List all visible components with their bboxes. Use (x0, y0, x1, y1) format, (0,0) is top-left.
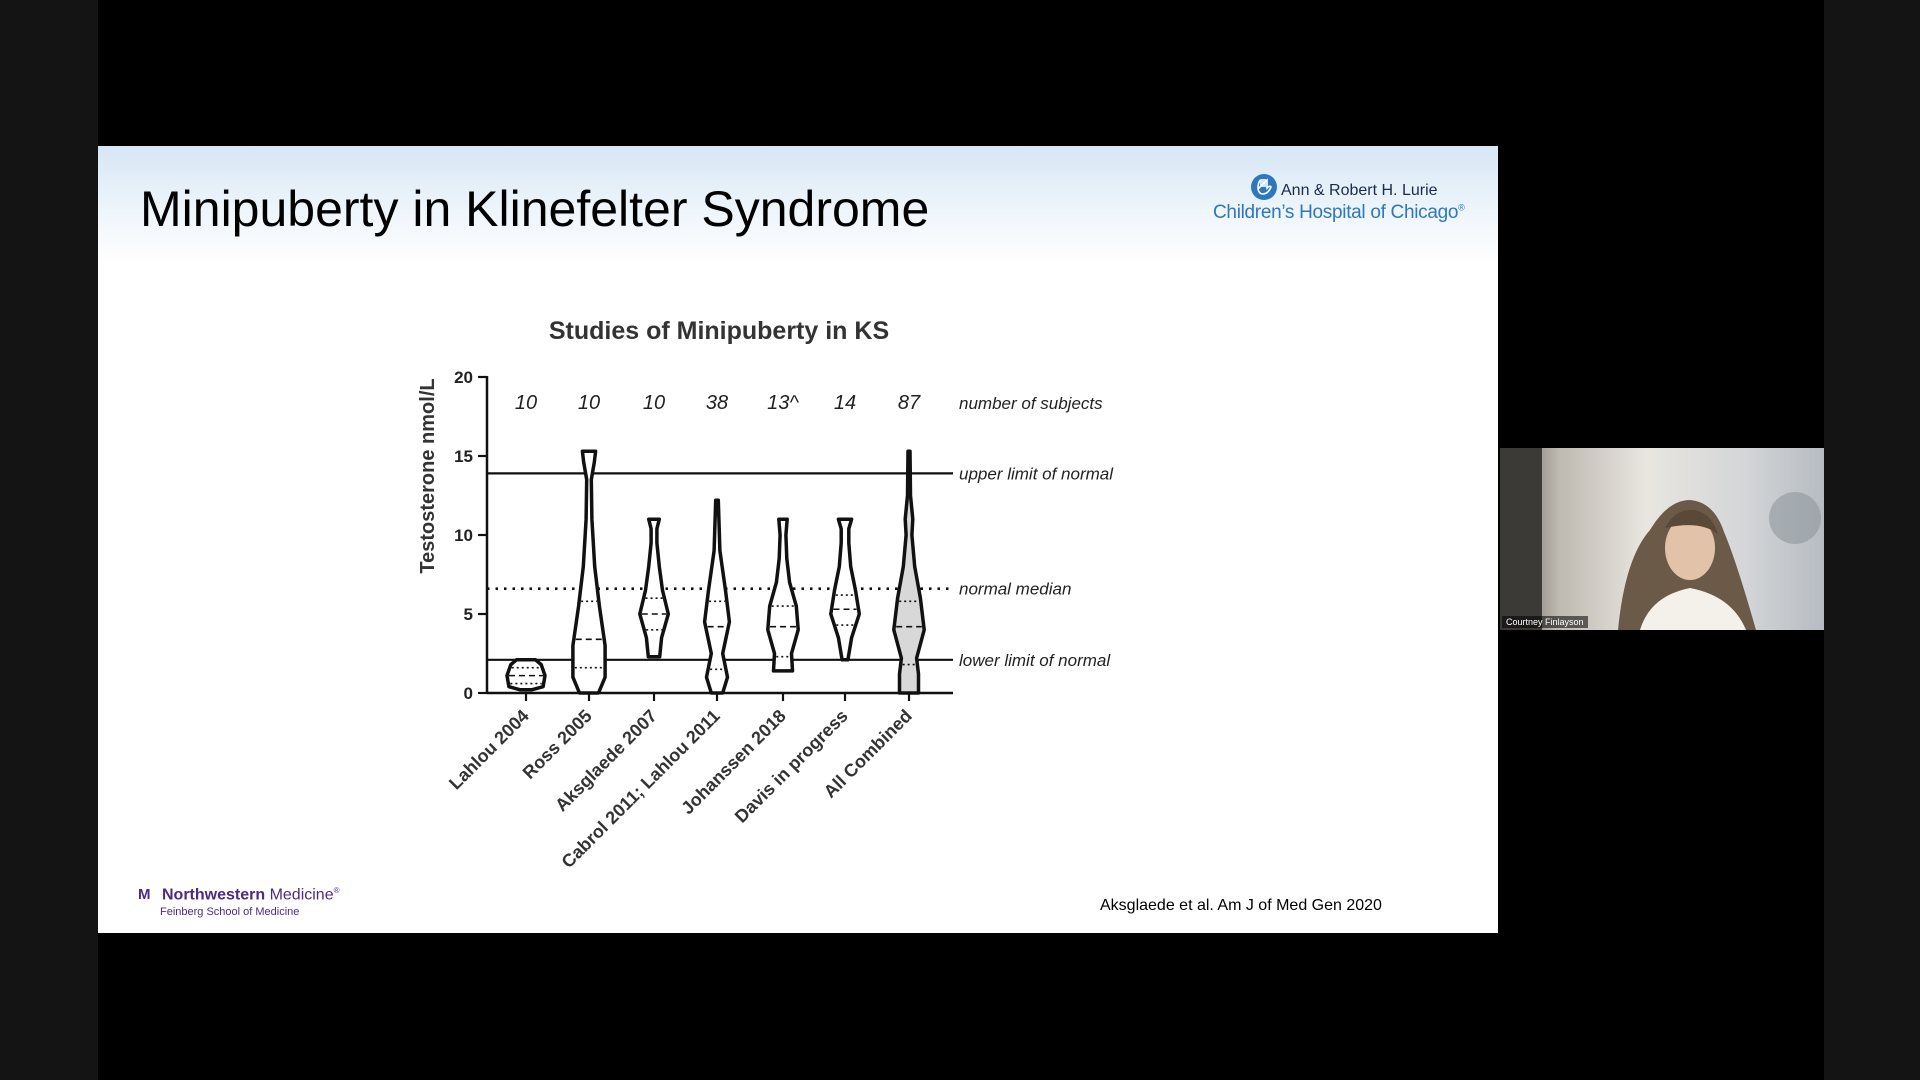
violin-shape (766, 517, 800, 673)
nm-logo-subtitle: Feinberg School of Medicine (160, 906, 300, 918)
reference-line-label: lower limit of normal (959, 651, 1111, 670)
y-tick-label: 5 (464, 605, 473, 624)
participant-video-frame (1500, 448, 1821, 630)
violins-group (505, 449, 926, 695)
reference-line-label: upper limit of normal (959, 464, 1114, 483)
nm-monogram-icon: M (138, 886, 151, 903)
reference-lines: upper limit of normal normal median lower … (487, 464, 1114, 670)
x-tick-label: Davis in progress (731, 706, 852, 827)
slide-header-band (98, 146, 1498, 264)
citation-text: Aksglaede et al. Am J of Med Gen 2020 (1100, 897, 1382, 914)
chart-title: Studies of Minipuberty in KS (549, 317, 889, 345)
x-tick-label: Lahlou 2004 (445, 706, 533, 794)
violin-shape (829, 517, 862, 662)
subject-counts: 10 10 10 38 13^ 14 87 number of subjects (515, 392, 1103, 414)
violin-shape (571, 449, 607, 695)
subject-count: 10 (643, 392, 665, 414)
y-tick-label: 0 (464, 684, 473, 703)
subject-count: 10 (578, 392, 600, 414)
lurie-logo-line2: Children’s Hospital of Chicago® (1213, 202, 1465, 223)
subjects-label: number of subjects (959, 394, 1103, 413)
chart-axes: 0 5 10 15 20 (454, 368, 953, 703)
violin-shape (702, 498, 732, 695)
subject-count: 38 (706, 392, 728, 414)
y-axis-label: Testosterone nmol/L (417, 378, 439, 573)
slide-title: Minipuberty in Klinefelter Syndrome (140, 181, 930, 237)
hand-heart-icon (1251, 174, 1277, 200)
y-tick-label: 10 (454, 526, 473, 545)
lurie-logo-line1: Ann & Robert H. Lurie (1281, 182, 1438, 199)
violin-shape (505, 658, 547, 692)
violin-chart: Studies of Minipuberty in KS Testosteron… (417, 317, 1114, 872)
participant-name-label: Courtney Finlayson (1502, 616, 1588, 628)
subject-count: 13^ (767, 392, 799, 414)
presentation-slide: Minipuberty in Klinefelter Syndrome Ann … (98, 146, 1498, 933)
nm-logo-name: Northwestern Medicine® (162, 886, 340, 904)
screen-right-border (1824, 0, 1920, 1080)
subject-count: 87 (898, 392, 921, 414)
violin-shape (638, 517, 671, 659)
reference-line-label: normal median (959, 580, 1071, 599)
screen-left-border (0, 0, 98, 1080)
y-tick-label: 15 (454, 447, 473, 466)
participant-video-tile[interactable]: Courtney Finlayson (1500, 448, 1824, 630)
y-tick-label: 20 (454, 368, 473, 387)
violin-shape (892, 449, 926, 695)
subject-count: 14 (834, 392, 856, 414)
northwestern-medicine-logo: M Northwestern Medicine® Feinberg School… (138, 886, 398, 926)
lurie-childrens-logo: Ann & Robert H. Lurie Children’s Hospita… (1213, 172, 1483, 232)
subject-count: 10 (515, 392, 537, 414)
